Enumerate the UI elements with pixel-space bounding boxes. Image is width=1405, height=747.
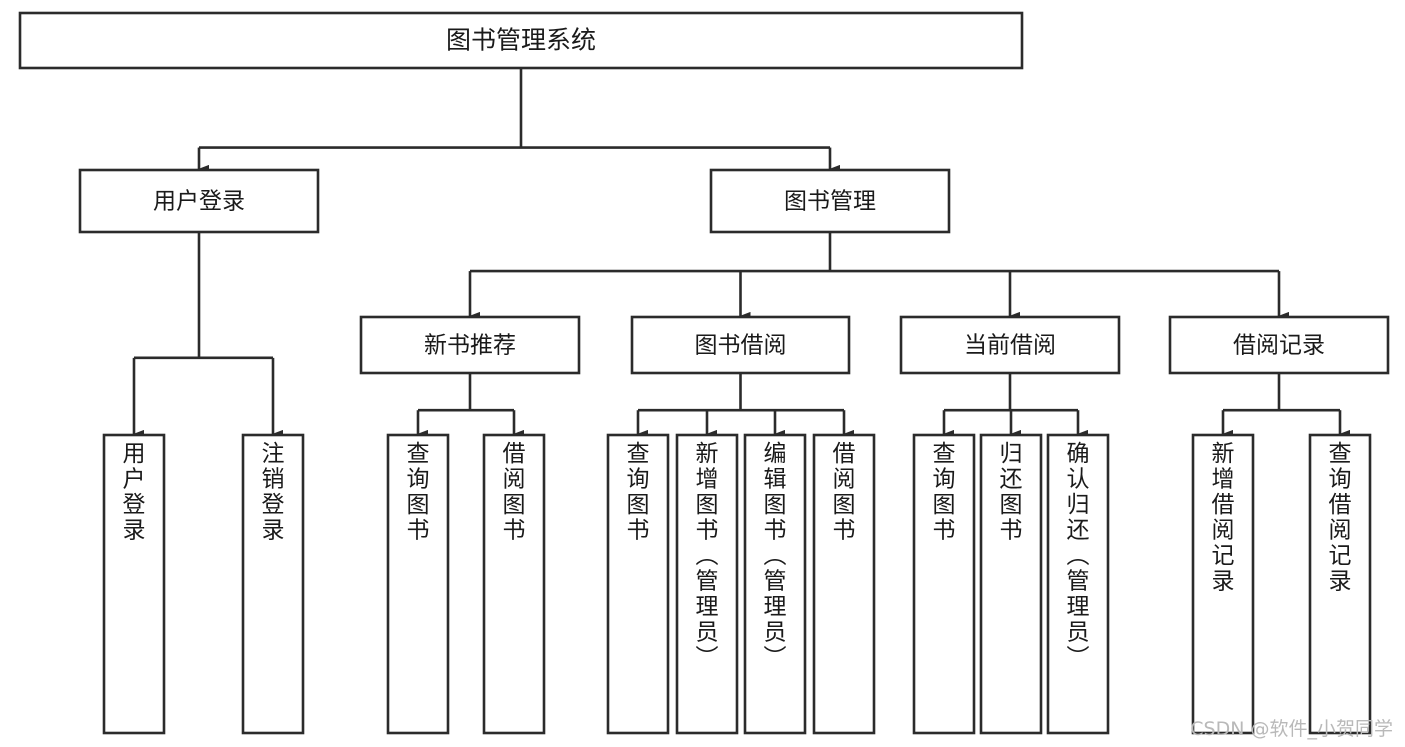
connector-group-borrow-record	[1221, 373, 1351, 439]
node-box-leaf-edit-book-admin	[743, 433, 807, 735]
node-label-user-login: 用户登录	[153, 189, 245, 215]
node-label-current-borrow: 当前借阅	[964, 333, 1056, 359]
node-leaf-query-borrow-record[interactable]: 查询借阅记录	[1308, 433, 1372, 735]
node-box-leaf-query-borrow-record	[1308, 433, 1372, 735]
node-label-leaf-add-book-admin: 新增图书︵管理员︶	[696, 441, 719, 671]
node-box-current-borrow	[899, 315, 1121, 375]
node-box-leaf-add-borrow-record	[1191, 433, 1255, 735]
watermark-text: CSDN @软件_小贺同学	[1190, 718, 1393, 740]
nodes-layer: 图书管理系统用户登录图书管理新书推荐图书借阅当前借阅借阅记录用户登录注销登录查询…	[18, 11, 1390, 735]
node-box-leaf-confirm-return-admin	[1046, 433, 1110, 735]
node-user-login[interactable]: 用户登录	[78, 168, 320, 234]
node-box-leaf-query-book-1	[386, 433, 450, 735]
node-leaf-query-book-1[interactable]: 查询图书	[386, 433, 450, 735]
node-label-leaf-query-book-1: 查询图书	[407, 441, 430, 544]
connector-group-book-manage	[468, 232, 1290, 321]
node-box-new-book-recommend	[359, 315, 581, 375]
node-label-borrow-record: 借阅记录	[1233, 333, 1325, 359]
node-leaf-query-book-3[interactable]: 查询图书	[912, 433, 976, 735]
connectors-layer	[132, 68, 1351, 439]
connector-group-new-book-recommend	[416, 373, 525, 439]
node-label-root: 图书管理系统	[446, 26, 596, 55]
node-label-leaf-return-book: 归还图书	[1000, 441, 1023, 544]
node-box-leaf-query-book-2	[606, 433, 670, 735]
node-borrow-record[interactable]: 借阅记录	[1168, 315, 1390, 375]
node-book-borrow[interactable]: 图书借阅	[630, 315, 851, 375]
node-leaf-return-book[interactable]: 归还图书	[979, 433, 1043, 735]
node-leaf-logout-login[interactable]: 注销登录	[241, 433, 305, 735]
node-box-leaf-borrow-book-1	[482, 433, 546, 735]
node-book-manage[interactable]: 图书管理	[709, 168, 951, 234]
node-label-book-borrow: 图书借阅	[695, 333, 787, 359]
node-root[interactable]: 图书管理系统	[18, 11, 1024, 70]
node-label-leaf-edit-book-admin: 编辑图书︵管理员︶	[764, 441, 787, 671]
node-label-leaf-user-login: 用户登录	[123, 441, 146, 544]
node-label-leaf-logout-login: 注销登录	[262, 441, 285, 544]
node-box-book-manage	[709, 168, 951, 234]
node-label-book-manage: 图书管理	[784, 189, 876, 215]
node-box-leaf-logout-login	[241, 433, 305, 735]
node-label-new-book-recommend: 新书推荐	[424, 333, 516, 359]
node-box-book-borrow	[630, 315, 851, 375]
node-box-root	[18, 11, 1024, 70]
node-leaf-user-login[interactable]: 用户登录	[102, 433, 166, 735]
node-box-leaf-user-login	[102, 433, 166, 735]
node-box-user-login	[78, 168, 320, 234]
node-label-leaf-query-borrow-record: 查询借阅记录	[1329, 441, 1352, 595]
node-label-leaf-borrow-book-2: 借阅图书	[833, 441, 856, 544]
node-label-leaf-query-book-2: 查询图书	[627, 441, 650, 544]
node-new-book-recommend[interactable]: 新书推荐	[359, 315, 581, 375]
node-leaf-confirm-return-admin[interactable]: 确认归还︵管理员︶	[1046, 433, 1110, 735]
node-label-leaf-borrow-book-1: 借阅图书	[503, 441, 526, 544]
connector-group-current-borrow	[942, 373, 1089, 439]
node-box-leaf-query-book-3	[912, 433, 976, 735]
node-box-leaf-return-book	[979, 433, 1043, 735]
node-box-leaf-borrow-book-2	[812, 433, 876, 735]
node-label-leaf-add-borrow-record: 新增借阅记录	[1212, 441, 1235, 595]
node-leaf-borrow-book-2[interactable]: 借阅图书	[812, 433, 876, 735]
node-label-leaf-query-book-3: 查询图书	[933, 441, 956, 544]
node-leaf-borrow-book-1[interactable]: 借阅图书	[482, 433, 546, 735]
node-leaf-add-borrow-record[interactable]: 新增借阅记录	[1191, 433, 1255, 735]
node-label-leaf-confirm-return-admin: 确认归还︵管理员︶	[1067, 441, 1090, 671]
node-leaf-query-book-2[interactable]: 查询图书	[606, 433, 670, 735]
node-leaf-add-book-admin[interactable]: 新增图书︵管理员︶	[675, 433, 739, 735]
connector-group-book-borrow	[636, 373, 855, 439]
node-leaf-edit-book-admin[interactable]: 编辑图书︵管理员︶	[743, 433, 807, 735]
connector-group-user-login	[132, 232, 284, 439]
node-current-borrow[interactable]: 当前借阅	[899, 315, 1121, 375]
node-box-borrow-record	[1168, 315, 1390, 375]
connector-group-root	[197, 68, 841, 174]
node-box-leaf-add-book-admin	[675, 433, 739, 735]
